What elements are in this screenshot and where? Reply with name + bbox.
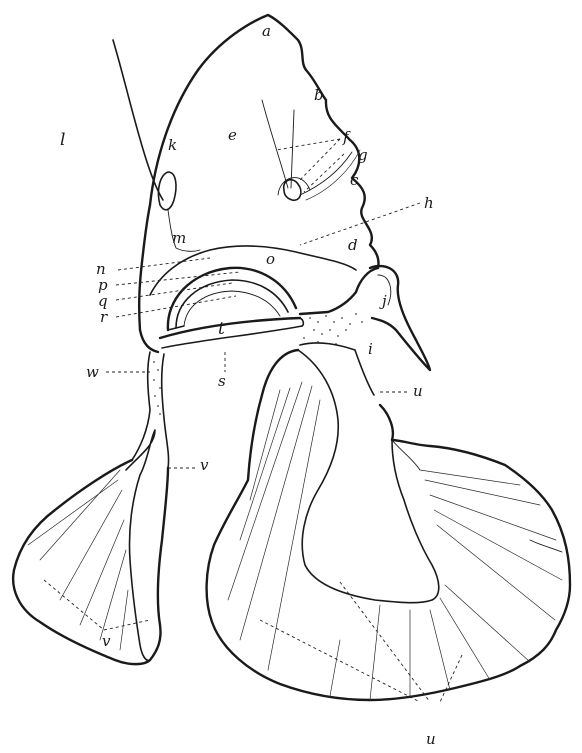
- label-r: r: [100, 308, 108, 326]
- fine-line-f1: [262, 100, 288, 188]
- label-j: j: [379, 292, 387, 310]
- label-e: e: [228, 126, 237, 144]
- label-l: l: [60, 130, 65, 150]
- right-leaf-veins: [228, 382, 562, 700]
- stipple-joint-w: [153, 361, 161, 415]
- fine-line-f2: [291, 110, 294, 188]
- stipple-joint-i: [303, 313, 363, 345]
- label-v-lower: v: [102, 632, 111, 650]
- base-rim-lower: [162, 326, 302, 348]
- label-s: s: [218, 372, 226, 390]
- label-c: c: [350, 171, 359, 189]
- left-leaf-outline: [13, 460, 168, 664]
- label-f: f: [342, 128, 351, 146]
- label-b: b: [314, 86, 324, 104]
- left-stalk: [132, 352, 150, 460]
- arch-q: [176, 280, 288, 328]
- label-o: o: [266, 250, 275, 268]
- label-d: d: [348, 236, 358, 254]
- label-u-upper: u: [413, 382, 423, 400]
- right-stalk: [300, 343, 374, 395]
- label-g: g: [358, 146, 368, 164]
- label-w: w: [86, 363, 99, 381]
- label-h: h: [424, 194, 434, 212]
- right-leaf-outline: [207, 350, 570, 700]
- label-t: t: [218, 319, 225, 339]
- label-i: i: [368, 340, 373, 358]
- label-k: k: [168, 136, 177, 154]
- base-rim: [160, 318, 300, 338]
- upper-plate-left-edge: [139, 205, 158, 352]
- left-leaf-inner: [126, 430, 155, 660]
- label-u-lower: u: [426, 730, 436, 748]
- right-horn: [370, 266, 430, 370]
- label-v-upper: v: [200, 456, 209, 474]
- label-a: a: [262, 22, 271, 40]
- left-stalk-inner: [162, 354, 169, 468]
- upper-plate-outline: [150, 15, 378, 314]
- label-m: m: [172, 229, 186, 247]
- base-rim-end: [300, 318, 303, 326]
- left-bulb: [158, 172, 176, 210]
